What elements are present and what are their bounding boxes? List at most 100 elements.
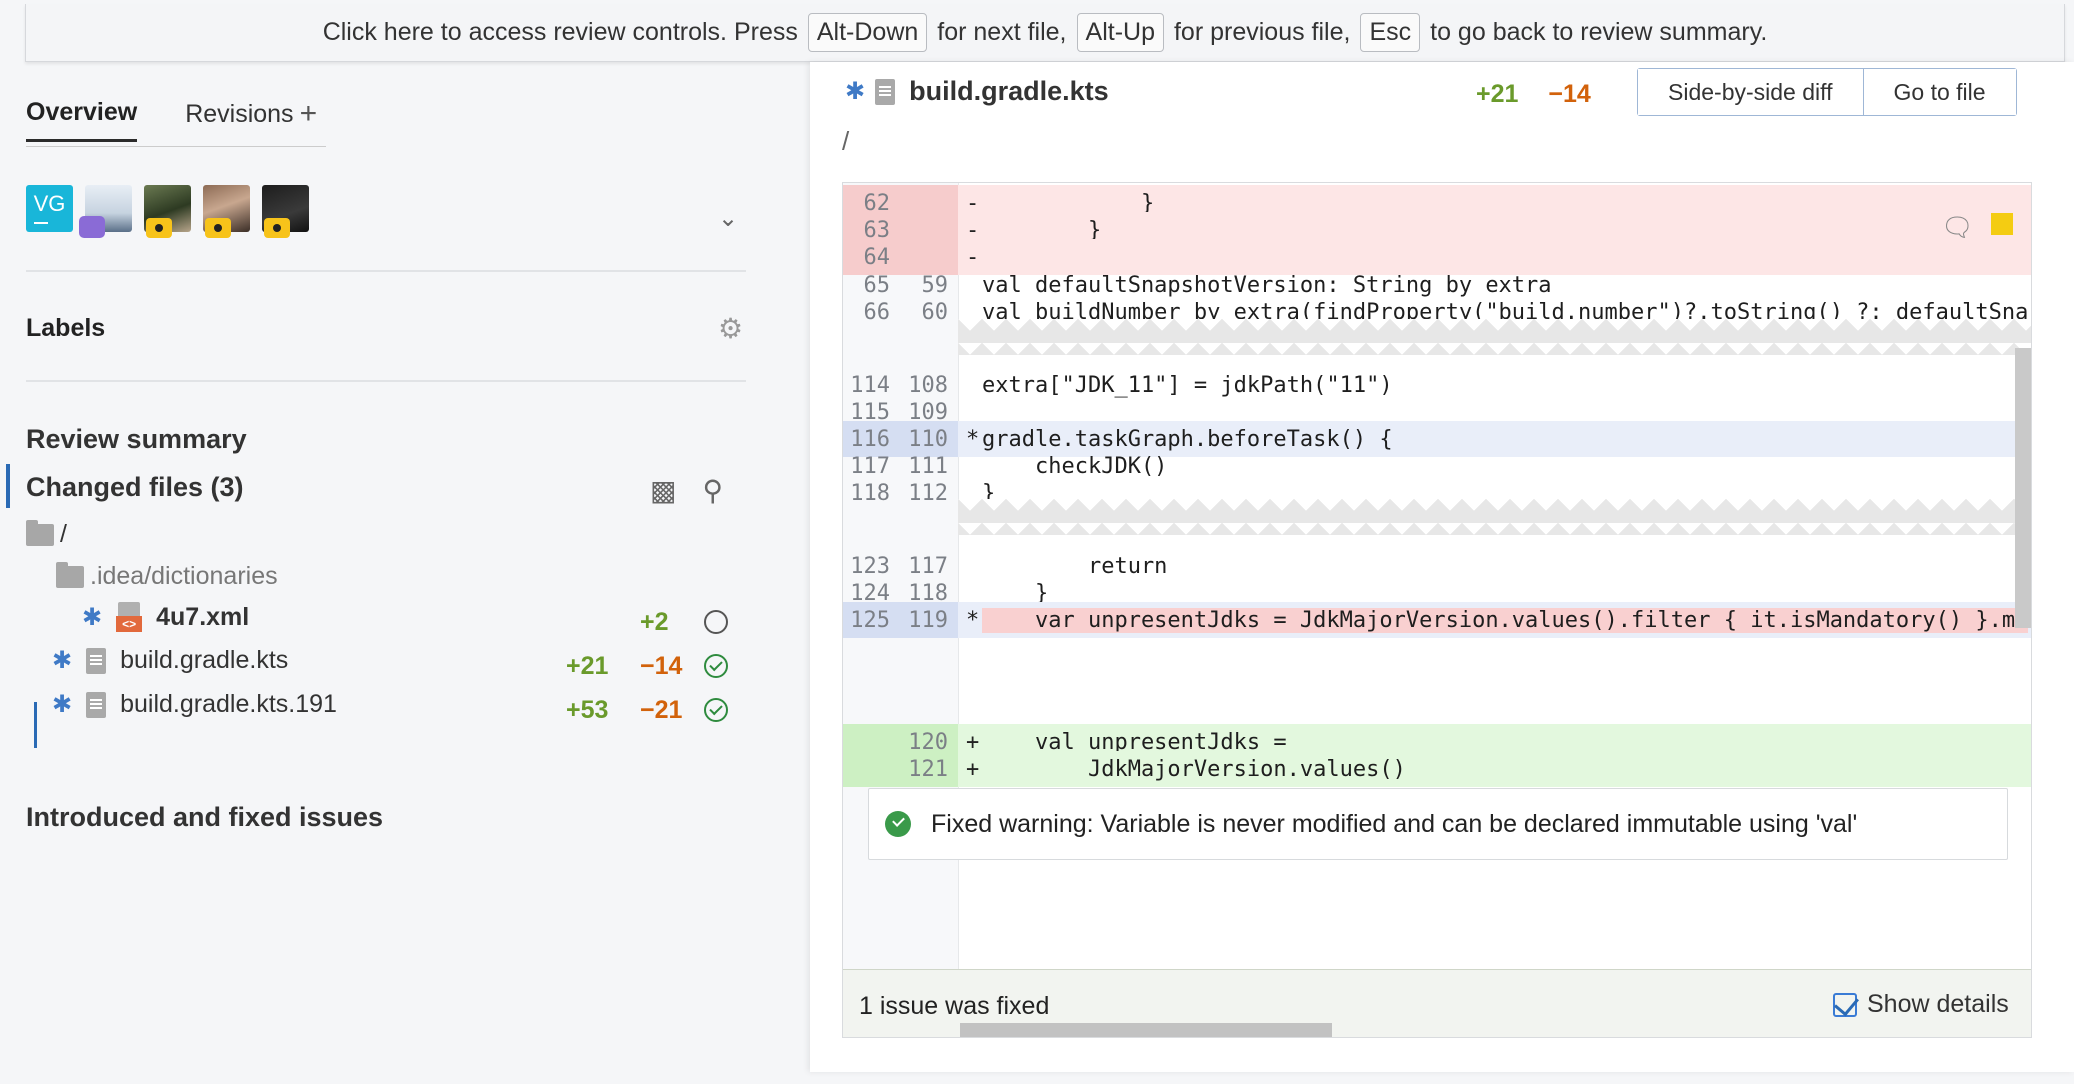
unreviewed-icon[interactable] [704, 610, 728, 634]
tree-folder[interactable]: .idea/dictionaries [56, 561, 278, 591]
divider [26, 270, 746, 272]
issues-title[interactable]: Introduced and fixed issues [26, 802, 384, 832]
old-line-number: 115 [850, 399, 890, 425]
old-line-number: 114 [850, 372, 890, 398]
tree-file[interactable]: ✱ build.gradle.kts.191 [52, 690, 337, 719]
line-numbers: 64 [843, 239, 958, 275]
selected-file-indicator [34, 702, 37, 748]
comment-icon[interactable]: 🗨 [1941, 213, 1975, 243]
changed-files-title[interactable]: Changed files (3) [26, 472, 244, 502]
file-additions: +2 [640, 608, 669, 636]
banner-text-3: for previous file, [1173, 18, 1351, 46]
file-path: / [842, 126, 850, 156]
tree-root[interactable]: / [26, 519, 67, 549]
collapsed-lines-separator[interactable] [958, 319, 2031, 355]
side-by-side-diff-button[interactable]: Side-by-side diff [1638, 69, 1863, 115]
divider [26, 380, 746, 382]
bot-badge-icon [79, 216, 105, 238]
change-marker: - [966, 244, 980, 270]
xml-file-icon: <> [116, 602, 146, 632]
file-additions: +21 [1476, 80, 1519, 108]
new-line-number: 112 [908, 480, 948, 506]
modified-star-icon: ✱ [52, 647, 73, 674]
code-text: } [982, 190, 1155, 216]
go-to-file-button[interactable]: Go to file [1862, 69, 2016, 115]
tab-overview[interactable]: Overview [26, 98, 138, 142]
reviewed-check-icon[interactable] [704, 698, 728, 722]
checkbox-checked-icon[interactable] [1833, 992, 1857, 1017]
file-stats: +21 −14 [1476, 80, 1591, 109]
old-line-number: 63 [863, 217, 891, 243]
new-line-number: 118 [908, 580, 948, 606]
diff-line[interactable]: 124 118 } [843, 575, 2031, 611]
old-line-number: 116 [850, 426, 890, 452]
key-alt-down: Alt-Down [807, 13, 928, 52]
avatar[interactable] [79, 185, 132, 238]
show-details-toggle[interactable]: Show details [1833, 990, 2009, 1019]
file-deletions: −21 [640, 696, 683, 724]
code-text: } [982, 580, 1049, 606]
avatar[interactable]: VG [26, 185, 73, 232]
code-text: val unpresentJdks = [982, 729, 1287, 755]
new-line-number: 60 [921, 299, 949, 325]
changed-files-tools: ▩ ⚲ [650, 474, 723, 507]
file-title: build.gradle.kts [909, 76, 1109, 106]
reviewed-check-icon[interactable] [704, 654, 728, 678]
code-text: JdkMajorVersion.values() [982, 756, 1406, 782]
modified-star-icon: ✱ [52, 691, 73, 718]
tree-file[interactable]: ✱ <> 4u7.xml [82, 602, 249, 632]
tree-file[interactable]: ✱ build.gradle.kts [52, 646, 288, 675]
diff-line[interactable]: 64- [843, 239, 2031, 275]
new-line-number: 110 [908, 426, 948, 452]
file-name: build.gradle.kts.191 [120, 690, 337, 718]
vertical-scrollbar[interactable] [2015, 348, 2031, 628]
review-controls-banner[interactable]: Click here to access review controls. Pr… [25, 4, 2065, 62]
code-text: return [982, 553, 1168, 579]
banner-text-1: Click here to access review controls. Pr… [322, 18, 798, 46]
show-details-label: Show details [1867, 990, 2009, 1018]
add-revision-icon[interactable]: + [299, 97, 318, 130]
marker-icon [1991, 213, 2013, 235]
avatar[interactable] [262, 185, 309, 238]
review-summary-link[interactable]: Review summary [26, 424, 247, 454]
file-additions: +53 [566, 696, 609, 724]
avatar[interactable] [203, 185, 250, 238]
line-numbers: 121 [843, 751, 958, 787]
change-marker: * [966, 607, 980, 633]
avatar[interactable] [144, 185, 191, 238]
folder-icon [56, 561, 84, 588]
search-icon[interactable]: ⚲ [702, 475, 723, 506]
line-numbers: 124 118 [843, 575, 958, 611]
participants: VG [26, 185, 309, 238]
diff-line[interactable]: 121 + JdkMajorVersion.values() [843, 751, 2031, 787]
line-numbers: 116 110 [843, 421, 958, 457]
file-icon [875, 78, 896, 105]
change-marker: + [966, 729, 980, 755]
horizontal-scrollbar[interactable] [960, 1023, 1332, 1037]
collapsed-lines-separator[interactable] [958, 499, 2031, 535]
banner-text-2: for next file, [937, 18, 1067, 46]
tab-revisions[interactable]: Revisions + [185, 98, 317, 142]
change-marker: + [966, 756, 980, 782]
gear-icon[interactable]: ⚙ [718, 313, 744, 344]
chevron-down-icon[interactable]: ⌄ [718, 205, 739, 232]
old-line-number: 117 [850, 453, 890, 479]
old-line-number: 65 [863, 272, 891, 298]
group-by-folder-icon[interactable]: ▩ [650, 475, 677, 506]
code-text: gradle.taskGraph.beforeTask() { [982, 426, 1393, 452]
old-line-number: 124 [850, 580, 890, 606]
key-alt-up: Alt-Up [1076, 13, 1164, 52]
banner-text-4: to go back to review summary. [1430, 18, 1768, 46]
file-icon [86, 647, 107, 674]
